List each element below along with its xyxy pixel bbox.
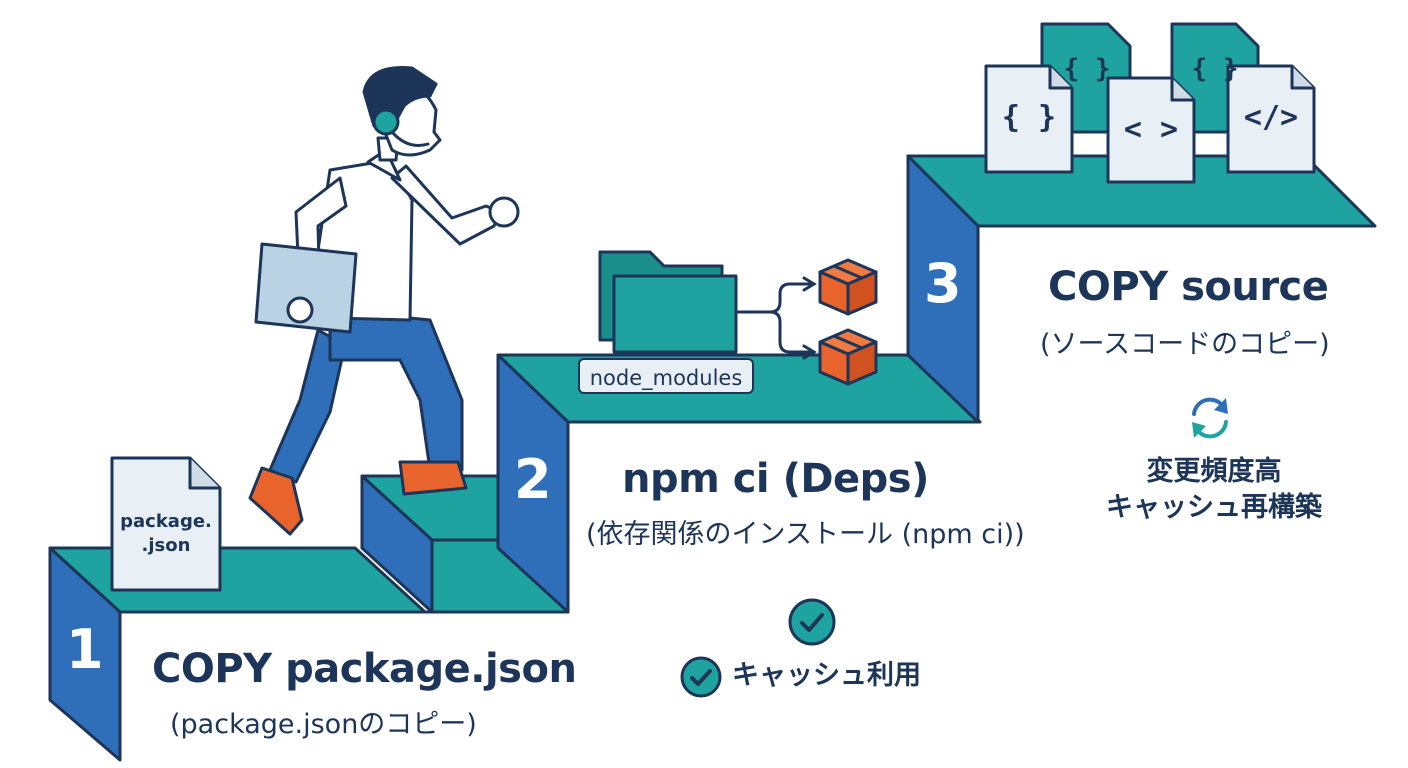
change-frequency-note: 変更頻度高 キャッシュ再構築 [1096, 454, 1332, 526]
dependency-arrows [734, 276, 817, 360]
code-brackets-icon: < > [1123, 112, 1179, 147]
step-1-subtitle: (package.jsonのコピー) [170, 709, 477, 740]
step-2-subtitle: (依存関係のインストール (npm ci)) [586, 519, 1025, 550]
package-box-icon [818, 258, 878, 316]
check-circle-icon [788, 598, 836, 646]
step-3-number: 3 [924, 252, 962, 315]
refresh-icon [1192, 397, 1228, 439]
package-box-icon [818, 328, 878, 386]
change-frequency-line1: 変更頻度高 [1146, 456, 1282, 487]
source-files-stack [984, 22, 1316, 184]
cache-use-note: キャッシュ利用 [732, 660, 921, 691]
node-modules-folder-icon [598, 250, 738, 354]
package-json-label-line1: package. [120, 511, 212, 532]
step-2-number: 2 [514, 448, 552, 511]
back-json-braces-icon: { } [1191, 54, 1239, 84]
package-json-file-icon [110, 456, 222, 592]
step-3-subtitle: (ソースコードのコピー) [1040, 329, 1330, 360]
package-json-label-line2: .json [141, 535, 191, 556]
node-modules-label: node_modules [578, 358, 754, 394]
step-1-number: 1 [66, 618, 104, 681]
step-1-title: COPY package.json [152, 646, 577, 692]
package-json-label: package. .json [112, 510, 220, 558]
back-json-braces-icon: { } [1063, 54, 1111, 84]
person-climbing-illustration [248, 66, 520, 536]
code-slash-icon: </> [1243, 100, 1299, 135]
change-frequency-line2: キャッシュ再構築 [1106, 492, 1322, 523]
json-braces-icon: { } [1001, 100, 1057, 135]
check-circle-icon [680, 656, 722, 698]
step-2-title: npm ci (Deps) [622, 456, 929, 502]
step-3-title: COPY source [1048, 264, 1329, 310]
